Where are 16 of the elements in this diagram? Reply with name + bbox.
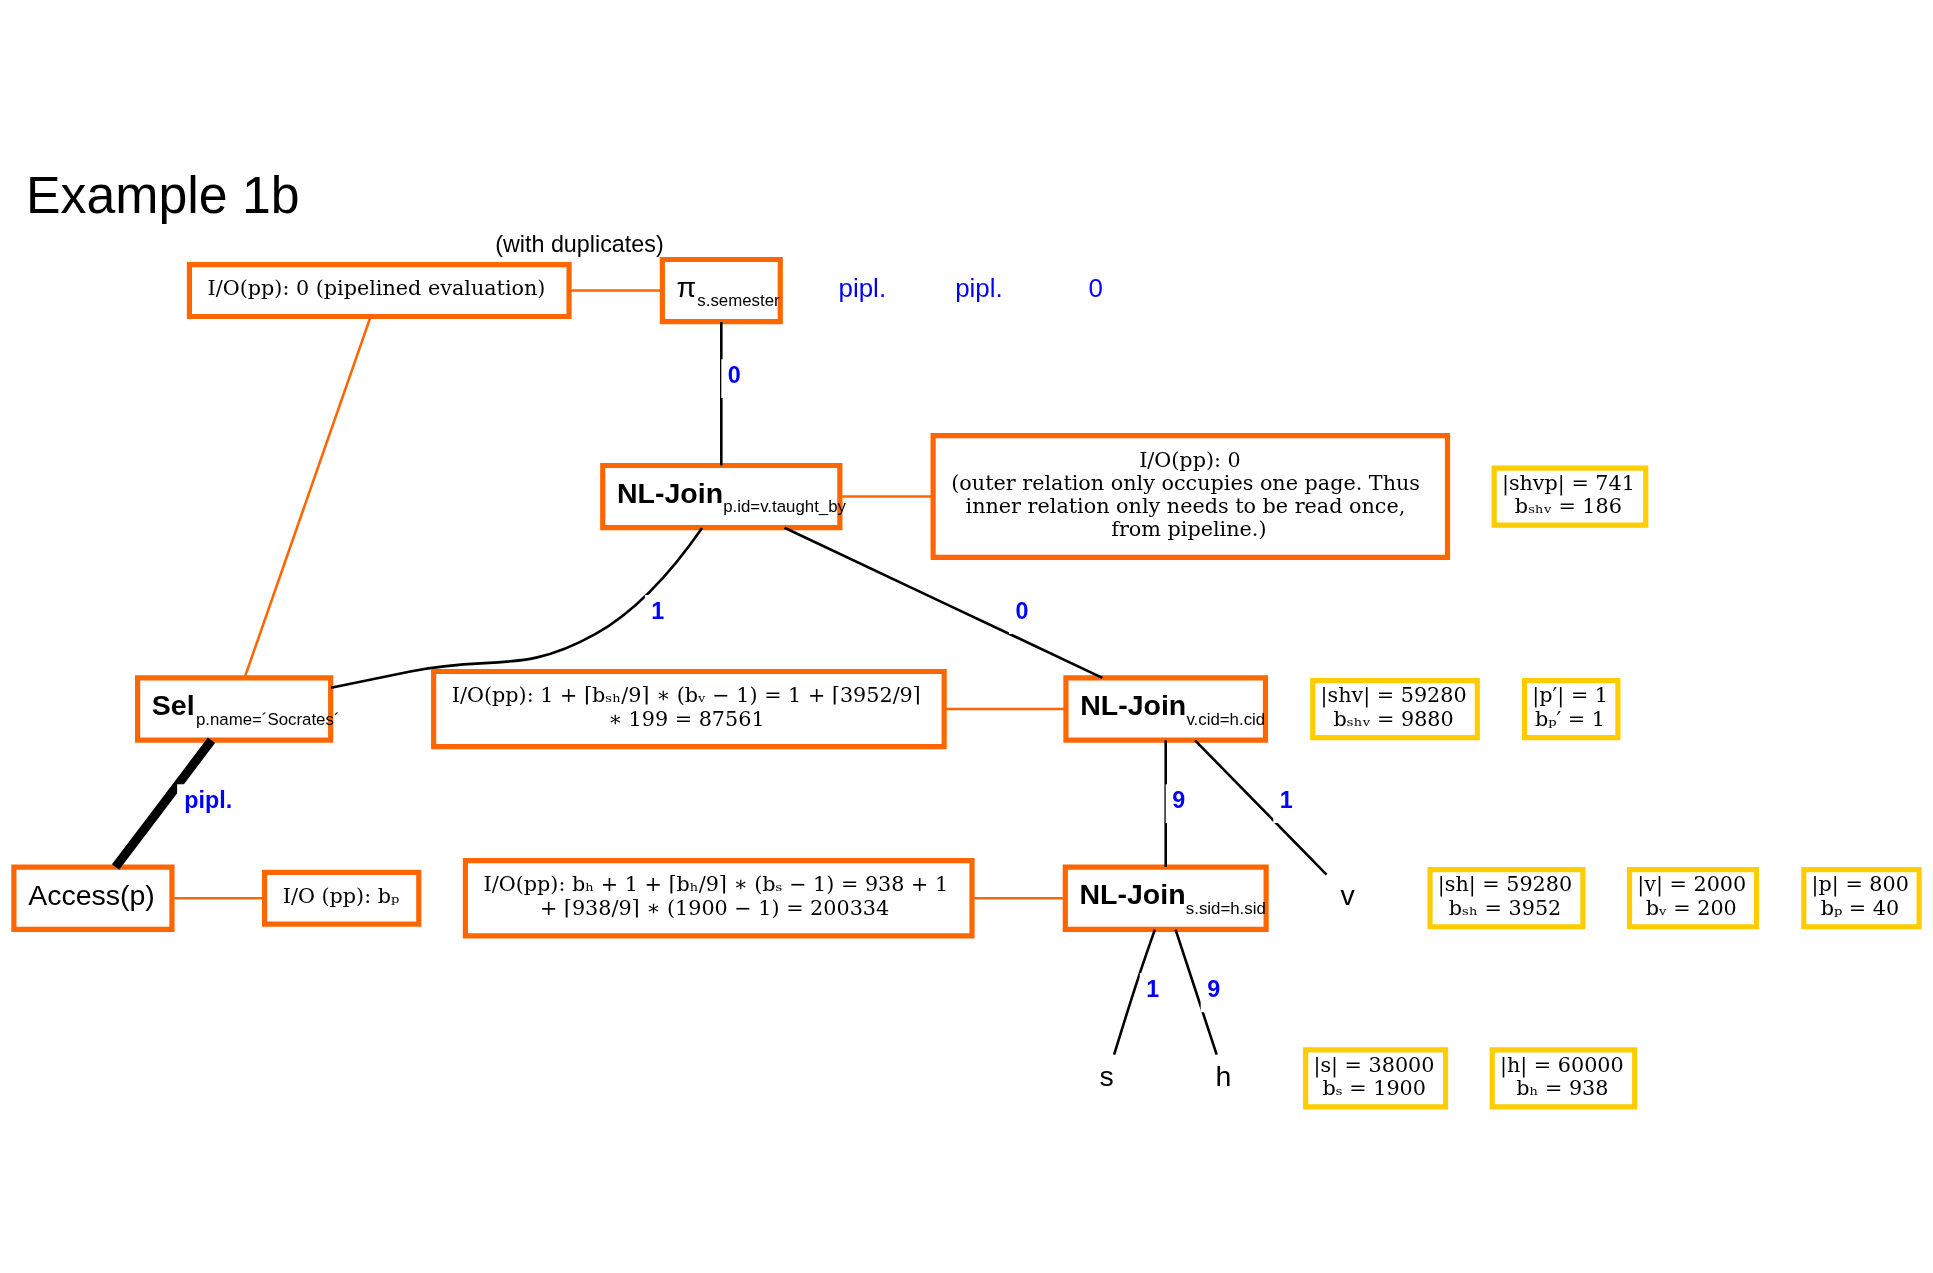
edge-label: pipl. <box>184 787 233 814</box>
edge-label: 9 <box>1207 976 1221 1003</box>
edge-label: 1 <box>651 597 665 624</box>
node-text: h <box>1215 1059 1232 1092</box>
edge-label: 1 <box>1146 976 1160 1003</box>
label: pipl. <box>838 274 887 303</box>
edge-label: 0 <box>1015 597 1029 624</box>
edge-label: 1 <box>1279 787 1293 814</box>
edge-label: 9 <box>1172 787 1186 814</box>
node-text: s <box>1099 1059 1114 1092</box>
label: pipl. <box>955 274 1003 303</box>
label: 0 <box>1088 274 1103 303</box>
node-label: (with duplicates) <box>495 231 664 258</box>
node-text: v <box>1340 879 1355 912</box>
edge-label: 0 <box>727 362 741 389</box>
diagram-title: Example 1b <box>26 165 300 224</box>
